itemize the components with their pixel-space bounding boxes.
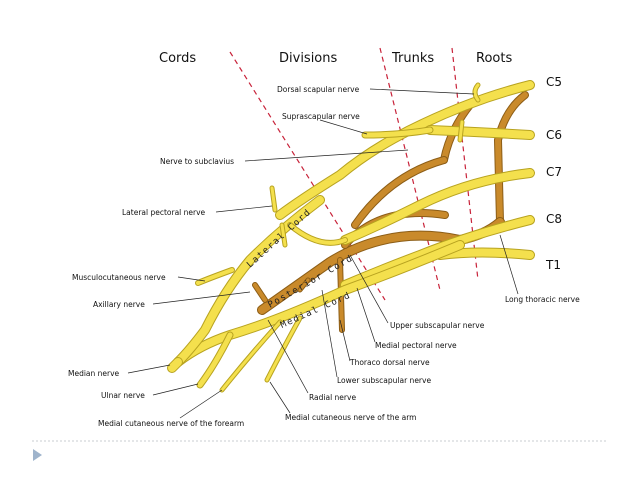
leader-medial-cutaneous-arm [269, 381, 291, 414]
label-lateral-pectoral-nerve: Lateral pectoral nerve [122, 208, 206, 217]
header-divisions: Divisions [279, 51, 338, 66]
leader-thoracodorsal [339, 319, 351, 362]
leader-median [127, 364, 171, 374]
leader-suprascapular [319, 119, 368, 135]
root-labels: C5 C6 C7 C8 T1 [545, 75, 562, 272]
header-trunks: Trunks [391, 51, 434, 66]
label-medial-cutaneous-nerve-forearm: Medial cutaneous nerve of the forearm [98, 419, 244, 428]
label-dorsal-scapular-nerve: Dorsal scapular nerve [277, 85, 360, 94]
label-musculocutaneous-nerve: Musculocutaneous nerve [72, 273, 166, 282]
root-label-t1: T1 [545, 258, 561, 272]
anterior-divisions-and-cords [167, 80, 535, 393]
root-label-c8: C8 [546, 212, 562, 226]
nerve-labels: Dorsal scapular nerve Suprascapular nerv… [68, 85, 580, 428]
column-headers: Cords Divisions Trunks Roots [159, 51, 512, 66]
root-label-c7: C7 [546, 165, 562, 179]
header-cords: Cords [159, 51, 196, 66]
leader-lower-subscapular [321, 289, 338, 378]
label-medial-cutaneous-nerve-arm: Medial cutaneous nerve of the arm [285, 413, 416, 422]
trunks-roots-boundary [451, 47, 479, 281]
leader-long-thoracic [499, 234, 519, 295]
label-long-thoracic-nerve: Long thoracic nerve [505, 295, 580, 304]
label-lower-subscapular-nerve: Lower subscapular nerve [337, 376, 431, 385]
leader-subclavius [244, 149, 409, 162]
nerve-paths [167, 80, 535, 393]
label-ulnar-nerve: Ulnar nerve [101, 391, 145, 400]
leader-ulnar [152, 383, 199, 396]
label-thoracodorsal-nerve: Thoraco dorsal nerve [349, 358, 430, 367]
leader-upper-subscapular [349, 254, 389, 324]
label-medial-pectoral-nerve: Medial pectoral nerve [375, 341, 457, 350]
leader-lines [127, 88, 519, 419]
label-radial-nerve: Radial nerve [309, 393, 356, 402]
label-median-nerve: Median nerve [68, 369, 120, 378]
root-label-c5: C5 [546, 75, 562, 89]
header-roots: Roots [476, 51, 512, 66]
leader-musculocutaneous [177, 276, 206, 282]
triangle-right-icon[interactable] [33, 449, 42, 461]
leader-axillary [152, 291, 251, 305]
leader-lateral-pectoral [215, 205, 273, 213]
cords-divisions-boundary [229, 51, 386, 301]
root-label-c6: C6 [546, 128, 562, 142]
leader-radial [267, 319, 309, 394]
leader-medial-cutaneous-forearm [179, 389, 223, 419]
label-suprascapular-nerve: Suprascapular nerve [282, 112, 360, 121]
leader-dorsal-scapular [369, 88, 475, 95]
leader-medial-pectoral [356, 287, 376, 343]
label-axillary-nerve: Axillary nerve [93, 300, 145, 309]
label-nerve-to-subclavius: Nerve to subclavius [160, 157, 234, 166]
label-upper-subscapular-nerve: Upper subscapular nerve [390, 321, 485, 330]
